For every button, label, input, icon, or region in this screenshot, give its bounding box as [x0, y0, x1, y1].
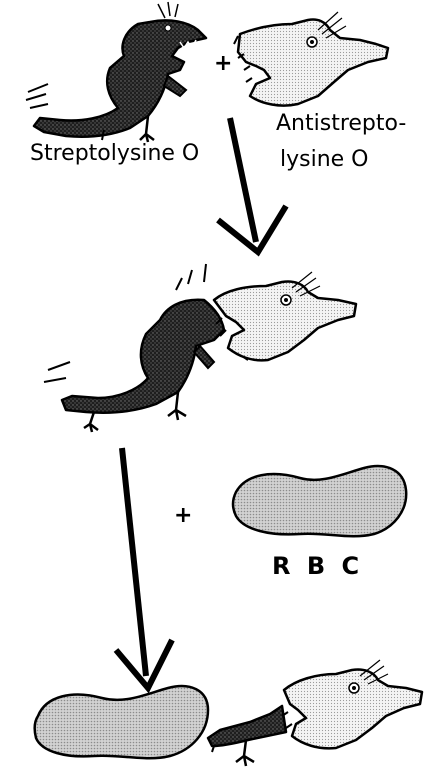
- plus-sign-top: +: [214, 51, 232, 76]
- red-blood-cell-icon: [233, 466, 406, 536]
- antibody-label-line1: Antistrepto-: [276, 111, 406, 136]
- antibody-label-line2: lysine O: [280, 147, 369, 172]
- intact-cell-icon: [35, 686, 208, 758]
- antibody-creature-icon: [234, 12, 388, 106]
- plus-sign-middle: +: [174, 503, 192, 528]
- reaction-arrow-2: [116, 448, 172, 688]
- rbc-label: R B C: [272, 552, 363, 580]
- reaction-arrow-1: [218, 118, 286, 252]
- toxin-creature-icon: [26, 2, 206, 142]
- toxin-label: Streptolysine O: [30, 141, 199, 166]
- neutralized-complex-icon: [208, 660, 422, 766]
- bound-complex-icon: [44, 264, 356, 432]
